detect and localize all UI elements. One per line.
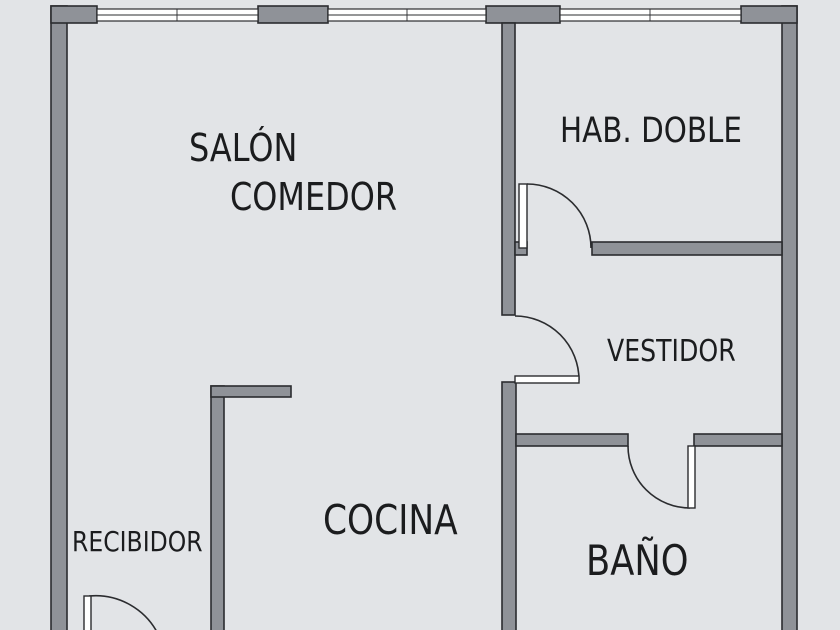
partition-wall-lower bbox=[501, 381, 517, 630]
partition-kitchen-stub bbox=[210, 385, 292, 398]
door-hab-doble bbox=[518, 183, 592, 249]
room-label-salon-line1: SALÓN bbox=[189, 126, 298, 170]
outer-wall-top-right-pillar bbox=[485, 5, 561, 24]
room-label-recibidor: RECIBIDOR bbox=[72, 525, 203, 558]
door-bano bbox=[627, 445, 696, 509]
partition-wall-upper bbox=[501, 22, 516, 316]
outer-wall-right bbox=[781, 5, 798, 630]
window-salon-right bbox=[327, 8, 487, 22]
outer-wall-top-corner bbox=[740, 5, 798, 24]
room-label-cocina: COCINA bbox=[323, 496, 458, 544]
window-hab-doble bbox=[559, 8, 742, 22]
door-vestidor bbox=[514, 315, 580, 384]
room-label-hab-doble: HAB. DOBLE bbox=[560, 111, 742, 151]
wall-hab-vestidor bbox=[591, 241, 783, 256]
room-label-bano: BAÑO bbox=[586, 536, 689, 585]
room-label-salon-line2: COMEDOR bbox=[230, 175, 398, 219]
window-salon-left bbox=[96, 8, 259, 22]
wall-vestidor-bano-left bbox=[515, 433, 629, 447]
outer-wall-top-mid-pillar bbox=[257, 5, 329, 24]
room-label-vestidor: VESTIDOR bbox=[607, 334, 736, 369]
wall-vestidor-bano-right bbox=[693, 433, 783, 447]
door-entrance bbox=[83, 594, 157, 630]
partition-kitchen bbox=[210, 385, 225, 630]
outer-wall-left bbox=[50, 5, 68, 630]
outer-wall-top-left-pillar bbox=[50, 5, 98, 24]
